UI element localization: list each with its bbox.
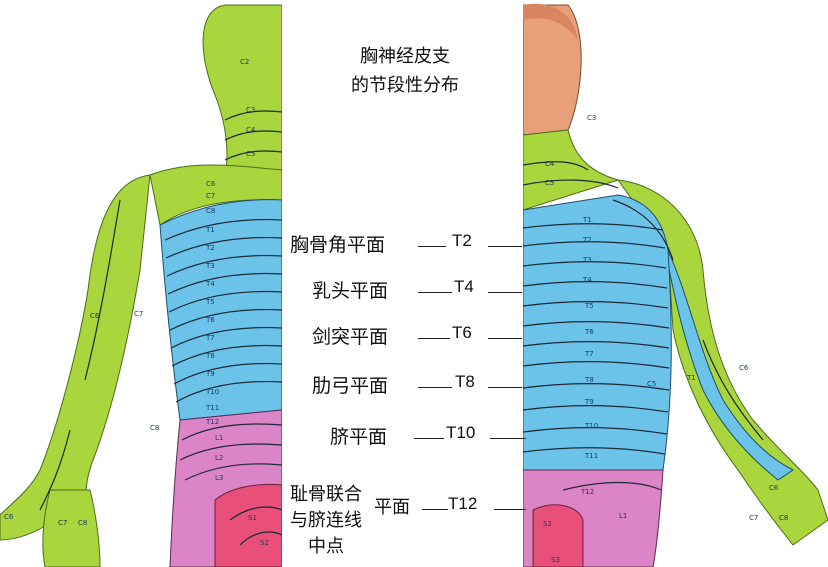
- level-label: 剑突平面: [312, 326, 389, 348]
- front-seg-label: T6: [584, 328, 594, 336]
- front-seg-label: T4: [582, 276, 592, 284]
- leader-line: [488, 387, 522, 388]
- front-view-drawing: C3 C4 C5 T1 T2 T3 T4 T5 T6 T7 T8 T9 T10 …: [523, 3, 828, 567]
- front-seg-label: T9: [584, 398, 594, 406]
- title-line-2: 的节段性分布: [351, 75, 459, 96]
- leader-line: [490, 438, 526, 439]
- front-seg-label: S3: [551, 556, 560, 564]
- back-seg-label: T12: [205, 418, 219, 426]
- front-seg-label: C6: [769, 484, 779, 492]
- back-seg-label: C3: [246, 106, 255, 114]
- back-view-figure: C2 C3 C4 C5 C6 C7 C8 T1 T2 T3 T4 T5 T6 T…: [0, 0, 282, 567]
- level-code: T8: [455, 372, 475, 391]
- front-seg-label: C6: [739, 364, 749, 372]
- front-seg-label: C4: [545, 160, 555, 168]
- label-line: 与脐连线: [290, 510, 362, 531]
- leader-line: [418, 338, 450, 339]
- title-line-1: 胸神经皮支: [360, 46, 450, 67]
- back-seg-label: T10: [205, 388, 219, 396]
- back-seg-label: C7: [206, 192, 215, 200]
- back-seg-label: C6: [4, 513, 14, 521]
- back-seg-label: T6: [205, 316, 215, 324]
- front-seg-label: T2: [582, 236, 592, 244]
- back-seg-label: T9: [205, 370, 215, 378]
- back-seg-label: C4: [246, 126, 256, 134]
- level-label: 乳头平面: [312, 280, 389, 302]
- front-seg-label: C8: [779, 514, 788, 522]
- leader-line: [418, 292, 452, 293]
- front-seg-label: C5: [647, 380, 656, 388]
- leader-line: [488, 292, 522, 293]
- front-seg-label: L1: [619, 512, 627, 520]
- back-seg-label: S2: [260, 539, 269, 547]
- label-line: 中点: [308, 536, 344, 557]
- front-seg-label: T3: [582, 256, 592, 264]
- front-seg-label: T7: [584, 350, 594, 358]
- level-code: T12: [448, 494, 478, 513]
- level-code: T10: [446, 423, 476, 442]
- back-seg-label: L2: [215, 454, 223, 462]
- level-label: 胸骨角平面: [290, 234, 386, 256]
- back-seg-label: C8: [206, 207, 215, 215]
- back-seg-label: C5: [246, 150, 255, 158]
- level-label: 肋弓平面: [312, 375, 389, 397]
- leader-line: [488, 338, 522, 339]
- level-row-t4: 乳头平面 T4: [288, 276, 528, 304]
- level-code: T4: [454, 277, 474, 296]
- front-seg-label: T12: [580, 488, 594, 496]
- front-view-figure: C3 C4 C5 T1 T2 T3 T4 T5 T6 T7 T8 T9 T10 …: [523, 0, 828, 567]
- back-seg-label: L3: [215, 474, 223, 482]
- front-seg-label: C5: [545, 179, 554, 187]
- front-seg-label: T8: [584, 376, 594, 384]
- leader-line: [488, 246, 522, 247]
- back-seg-label: L1: [215, 434, 223, 442]
- front-seg-label: C3: [587, 114, 596, 122]
- level-row-t10: 脐平面 T10: [288, 422, 528, 450]
- leader-line: [422, 509, 448, 510]
- level-row-t2: 胸骨角平面 T2: [288, 230, 528, 258]
- level-row-t8: 肋弓平面 T8: [288, 371, 528, 399]
- back-seg-label: S1: [248, 514, 257, 522]
- back-seg-label: C8: [150, 424, 159, 432]
- level-row-t6: 剑突平面 T6: [288, 322, 528, 350]
- front-seg-label: T5: [584, 302, 594, 310]
- level-row-t12: 平面 T12: [288, 493, 528, 521]
- front-seg-label: T1: [582, 216, 592, 224]
- front-seg-label: T1: [686, 374, 696, 382]
- back-seg-label: T7: [205, 334, 215, 342]
- leader-line: [418, 387, 452, 388]
- back-seg-label: T2: [205, 244, 215, 252]
- front-seg-label: T10: [584, 422, 598, 430]
- level-label: 脐平面: [330, 426, 388, 448]
- leader-line: [494, 509, 526, 510]
- back-seg-label: C7: [134, 310, 143, 318]
- back-seg-label: T5: [205, 298, 215, 306]
- back-seg-label: T4: [205, 280, 215, 288]
- back-seg-label: T11: [205, 404, 219, 412]
- level-label: 平面: [374, 497, 410, 518]
- back-seg-label: T1: [205, 226, 215, 234]
- leader-line: [418, 246, 446, 247]
- back-seg-label: T8: [205, 352, 215, 360]
- front-seg-label: C7: [749, 514, 758, 522]
- leader-line: [414, 438, 444, 439]
- back-seg-label: C2: [240, 58, 249, 66]
- back-seg-label: C7: [58, 519, 67, 527]
- back-seg-label: C6: [206, 180, 216, 188]
- level-code: T2: [452, 231, 472, 250]
- label-line: 耻骨联合: [290, 484, 362, 505]
- back-seg-label: C8: [78, 519, 87, 527]
- back-view-drawing: C2 C3 C4 C5 C6 C7 C8 T1 T2 T3 T4 T5 T6 T…: [0, 4, 282, 567]
- diagram-title: 胸神经皮支 的节段性分布: [300, 42, 510, 100]
- front-seg-label: S2: [543, 520, 552, 528]
- back-seg-label: C6: [90, 312, 100, 320]
- front-seg-label: T11: [584, 452, 598, 460]
- pubic-umbilical-midpoint-label: 耻骨联合 与脐连线 中点: [290, 482, 362, 560]
- back-seg-label: T3: [205, 262, 215, 270]
- level-code: T6: [452, 323, 472, 342]
